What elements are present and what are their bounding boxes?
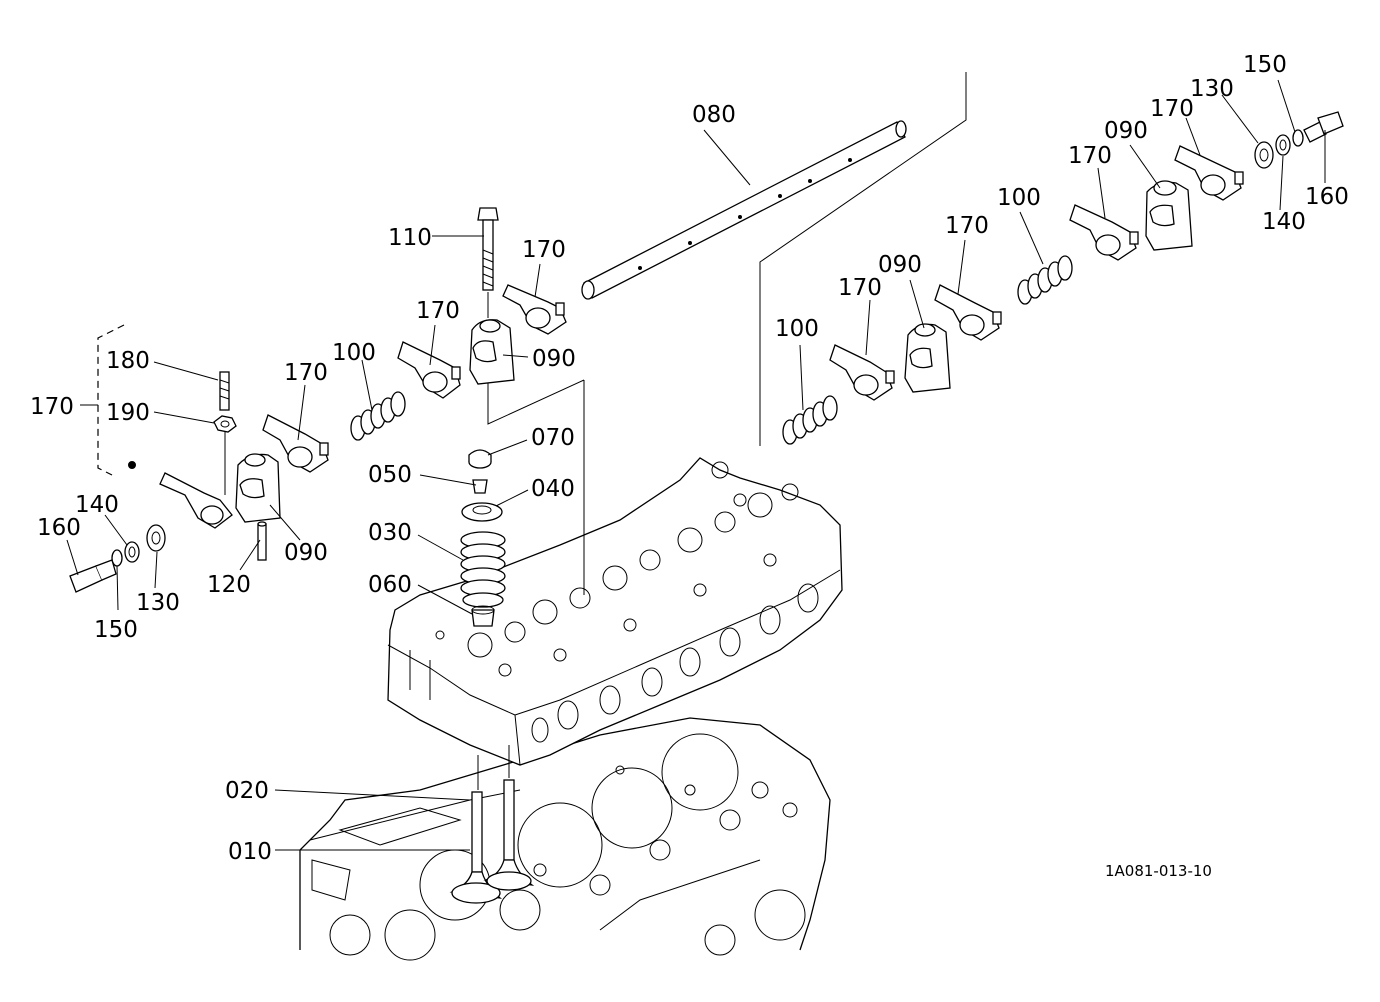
- valve-intake: [483, 779, 535, 891]
- label-050: 050: [368, 462, 412, 488]
- end-bolt-right: [1303, 111, 1344, 143]
- label-150-b: 150: [1243, 52, 1287, 78]
- label-160-a: 160: [37, 515, 81, 541]
- label-140-a: 140: [75, 492, 119, 518]
- label-170-f: 170: [1068, 143, 1112, 169]
- label-020: 020: [225, 778, 269, 804]
- end-bolt-left: [69, 559, 117, 593]
- leader-lines: [66, 79, 1326, 851]
- spring-washer-right: [1292, 129, 1304, 147]
- plain-washer-left: [124, 541, 140, 563]
- valve-collet: [472, 479, 488, 494]
- callout-labels: 080 110 170 090 170 100 170 180 170 190 …: [30, 52, 1349, 880]
- rocker-arm-7: [1069, 204, 1139, 261]
- label-090-b: 090: [284, 540, 328, 566]
- label-170-h: 170: [838, 275, 882, 301]
- label-130-b: 130: [1190, 76, 1234, 102]
- rocker-bracket-1: [469, 319, 515, 385]
- label-100-b: 100: [997, 185, 1041, 211]
- label-070: 070: [531, 425, 575, 451]
- bracket-bolt: [477, 207, 499, 291]
- label-190: 190: [106, 400, 150, 426]
- rocker-arm-8: [1174, 145, 1244, 201]
- label-030: 030: [368, 520, 412, 546]
- label-110: 110: [388, 225, 432, 251]
- plain-washer-right: [1275, 134, 1291, 156]
- label-160-b: 160: [1305, 184, 1349, 210]
- diagram-reference-code: 1A081-013-10: [1105, 862, 1212, 880]
- stem-seal: [471, 605, 495, 627]
- label-090-c: 090: [1104, 118, 1148, 144]
- rocker-spring-2: [782, 395, 838, 445]
- rocker-shaft: [581, 120, 907, 300]
- dowel-pin: [257, 521, 267, 561]
- label-040: 040: [531, 476, 575, 502]
- adjusting-screw: [219, 371, 230, 411]
- rocker-spring-1: [350, 391, 406, 441]
- valve-exhaust: [449, 791, 503, 904]
- label-150-a: 150: [94, 617, 138, 643]
- rocker-arm-2: [397, 341, 461, 399]
- label-100-c: 100: [775, 316, 819, 342]
- label-060: 060: [368, 572, 412, 598]
- cylinder-block: [299, 717, 831, 961]
- label-170-b: 170: [416, 298, 460, 324]
- label-120: 120: [207, 572, 251, 598]
- label-090-a: 090: [532, 346, 576, 372]
- label-010: 010: [228, 839, 272, 865]
- rocker-arm-4: [159, 472, 233, 529]
- label-090-d: 090: [878, 252, 922, 278]
- label-130-a: 130: [136, 590, 180, 616]
- label-080: 080: [692, 102, 736, 128]
- rocker-bracket-2: [235, 453, 281, 523]
- label-170-d: 170: [30, 394, 74, 420]
- label-170-a: 170: [522, 237, 566, 263]
- spring-retainer: [461, 502, 503, 522]
- shaft-washer-left: [146, 524, 166, 552]
- rocker-arm-5: [829, 344, 895, 401]
- label-170-g: 170: [945, 213, 989, 239]
- label-170-c: 170: [284, 360, 328, 386]
- valve-cap: [468, 449, 492, 469]
- shaft-washer-right: [1254, 141, 1274, 169]
- rocker-bracket-4: [1145, 180, 1193, 251]
- label-140-b: 140: [1262, 209, 1306, 235]
- rocker-arm-6: [934, 284, 1002, 341]
- rocker-arm-1: [502, 284, 567, 335]
- cylinder-head: [387, 457, 843, 766]
- valve-spring: [460, 531, 506, 608]
- rocker-bracket-3: [904, 323, 951, 393]
- spring-washer-left: [111, 549, 123, 567]
- label-170-e: 170: [1150, 96, 1194, 122]
- lock-nut: [213, 415, 237, 433]
- assembly-bracket-dashed: [97, 324, 125, 476]
- label-180: 180: [106, 348, 150, 374]
- rocker-spring-3: [1017, 255, 1073, 305]
- rocker-arm-3: [262, 414, 329, 473]
- label-100-a: 100: [332, 340, 376, 366]
